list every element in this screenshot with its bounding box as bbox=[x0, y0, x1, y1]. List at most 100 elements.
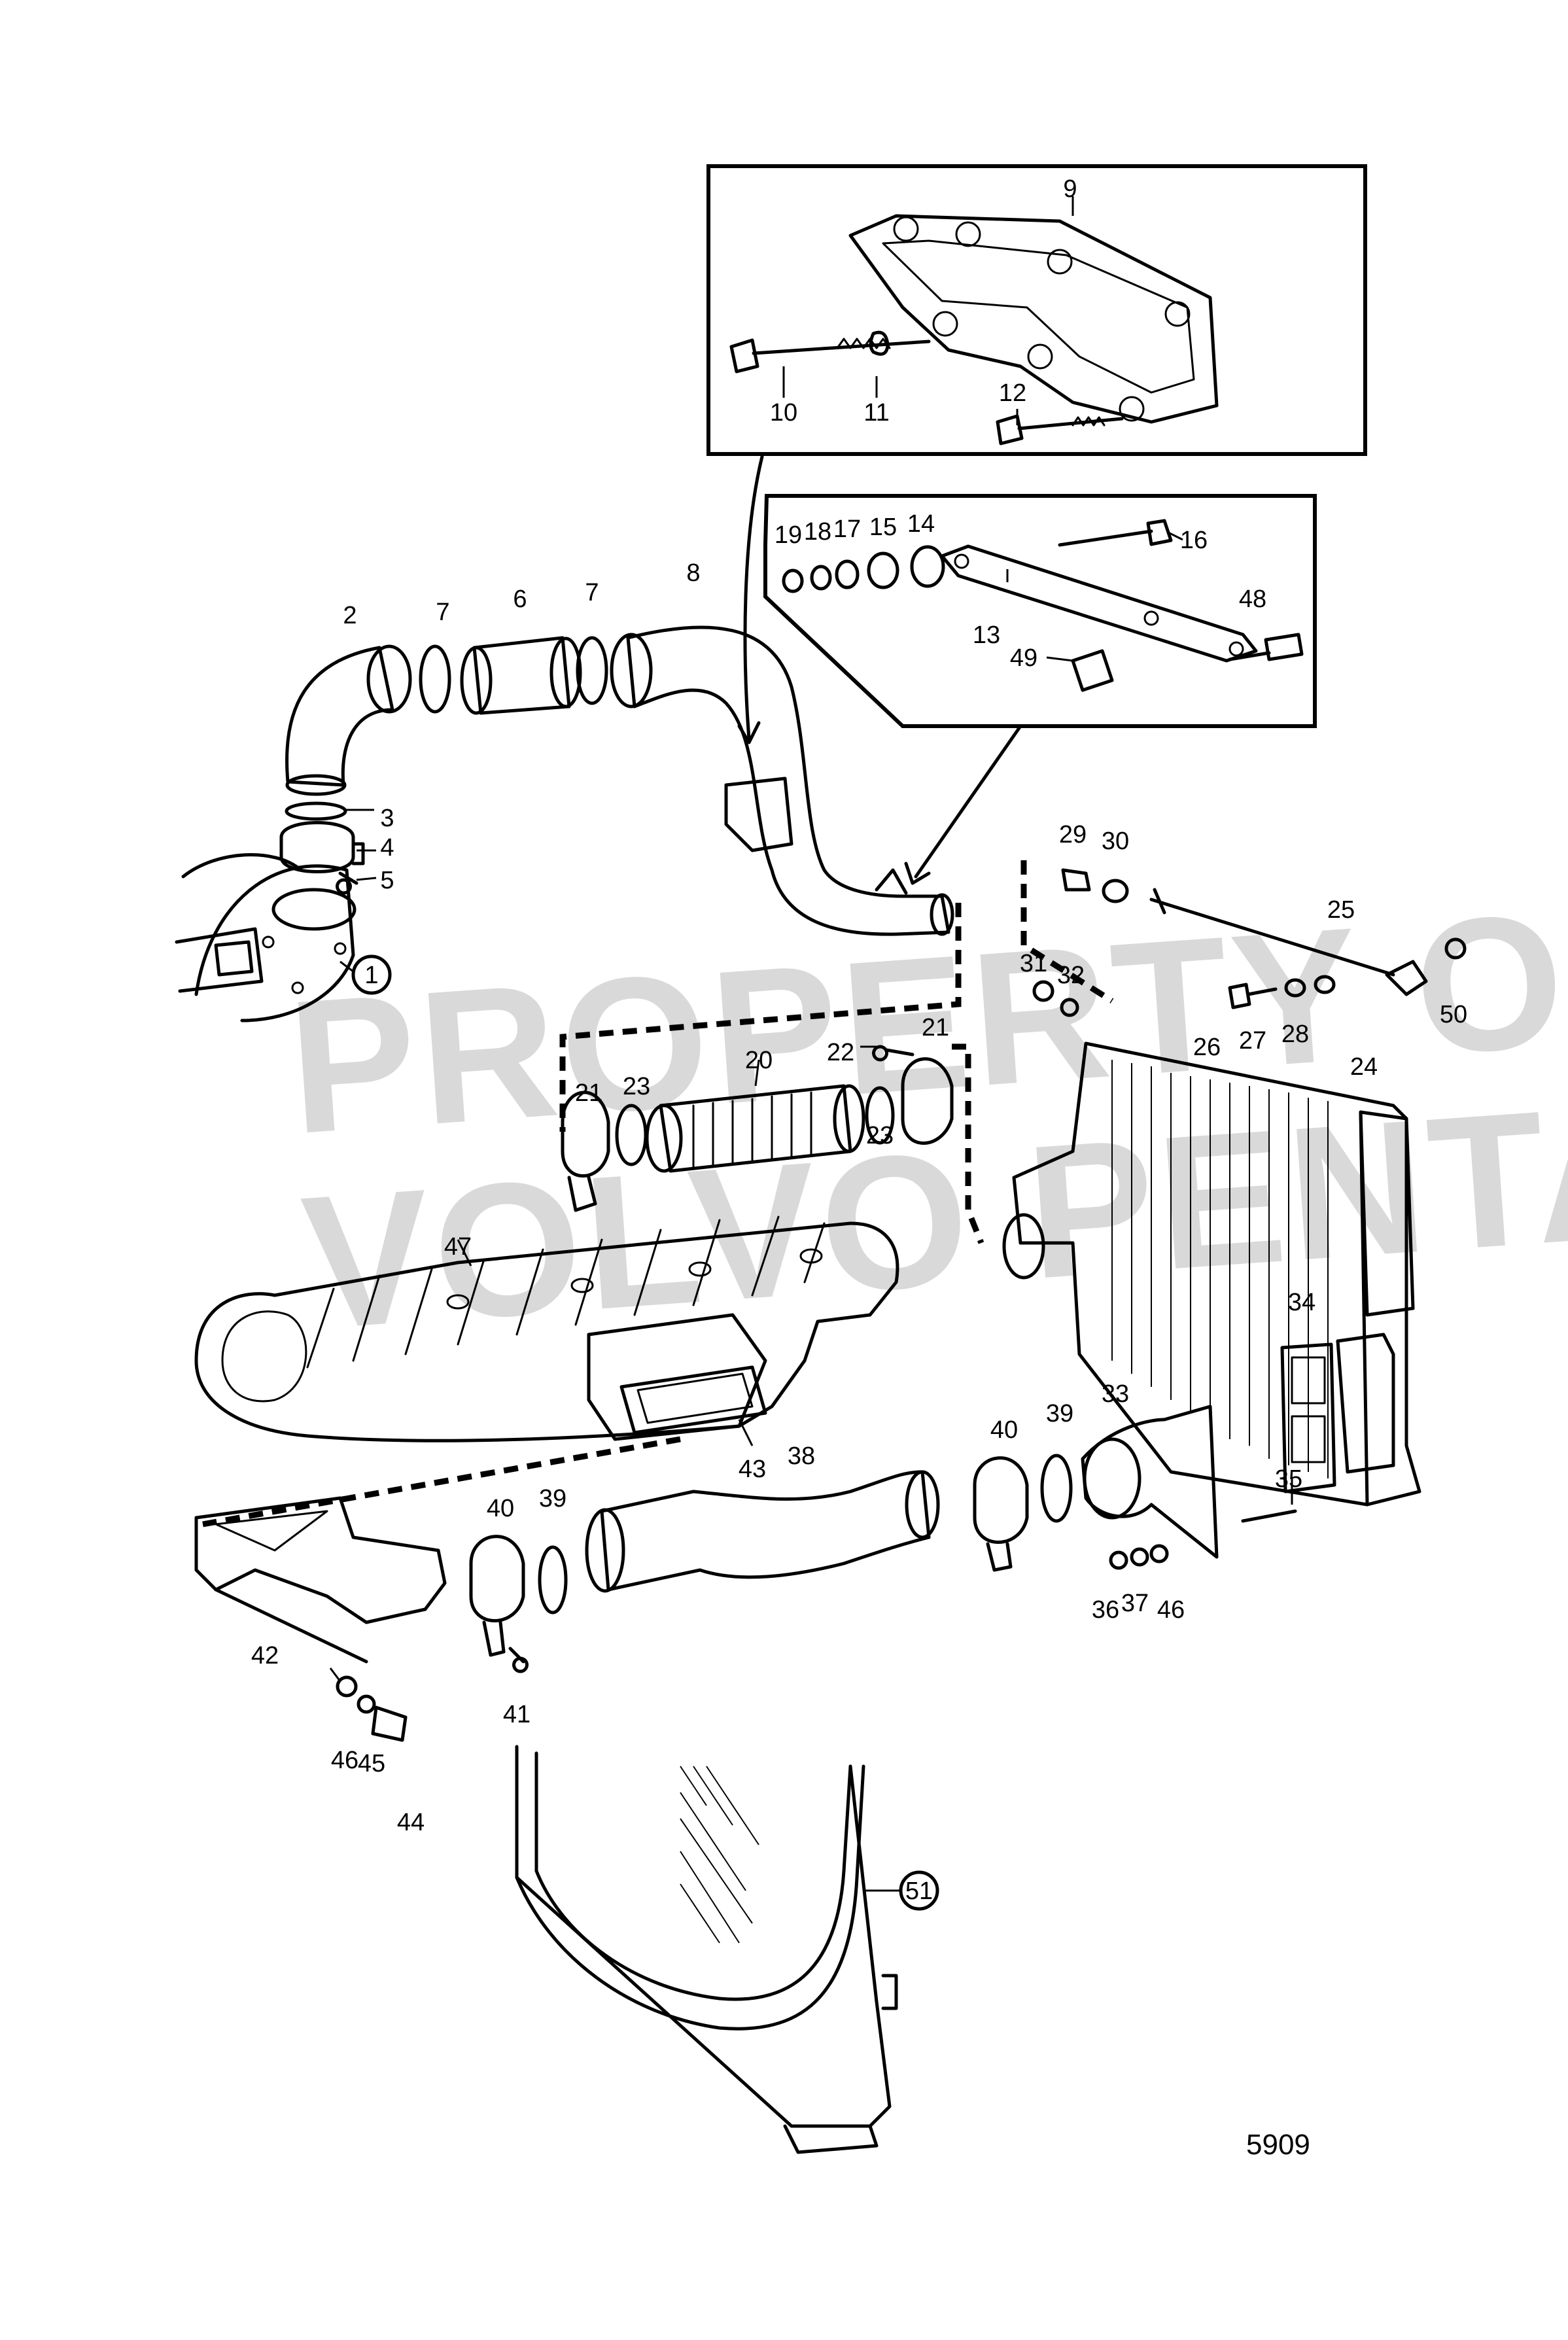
dashed-connector-upper bbox=[559, 903, 962, 1132]
bolt-part-12 bbox=[996, 414, 1124, 445]
part-label-22: 22 bbox=[827, 1039, 854, 1066]
washer-part-28 bbox=[1314, 975, 1336, 994]
part-label-16: 16 bbox=[1180, 527, 1208, 554]
part-label-32: 32 bbox=[1057, 962, 1085, 989]
part-label-30: 30 bbox=[1102, 828, 1129, 855]
o-ring-part-3 bbox=[285, 801, 347, 821]
part-label-51: 51 bbox=[905, 1877, 933, 1905]
part-label-7b: 7 bbox=[585, 579, 599, 606]
stay-part-13 bbox=[940, 544, 1258, 663]
part-label-50: 50 bbox=[1440, 1001, 1467, 1028]
stay-inset-box bbox=[763, 494, 1317, 728]
part-label-48: 48 bbox=[1239, 585, 1266, 613]
part-label-21a: 21 bbox=[575, 1079, 602, 1107]
part-label-33: 33 bbox=[1102, 1380, 1129, 1408]
middle-hose-assembly bbox=[561, 1045, 954, 1212]
part-1-circle bbox=[351, 954, 392, 995]
part-label-45: 45 bbox=[358, 1750, 385, 1777]
watermark: PROPERTY OF VOLVO PENTA bbox=[283, 865, 1568, 1370]
part-label-34: 34 bbox=[1288, 1289, 1315, 1316]
o-ring-part-7b bbox=[576, 636, 608, 705]
part-label-10: 10 bbox=[770, 399, 797, 427]
nut-part-31 bbox=[1032, 980, 1054, 1002]
part-label-12: 12 bbox=[999, 379, 1026, 407]
part-label-8: 8 bbox=[686, 559, 700, 587]
part-label-17: 17 bbox=[833, 515, 861, 543]
part-label-4: 4 bbox=[380, 834, 394, 862]
bracket-part-9 bbox=[848, 214, 1219, 424]
intake-manifold bbox=[194, 1215, 899, 1446]
drawing-number: 5909 bbox=[1246, 2129, 1310, 2161]
part-label-23b: 23 bbox=[866, 1122, 894, 1149]
part-label-29: 29 bbox=[1059, 821, 1087, 848]
o-ring-part-23b bbox=[865, 1086, 895, 1145]
nut-part-36 bbox=[1109, 1550, 1128, 1570]
part-label-44: 44 bbox=[397, 1809, 425, 1836]
housing-part-51 bbox=[515, 1745, 939, 2154]
elbow-part-2 bbox=[285, 646, 394, 787]
bolt-part-10 bbox=[729, 338, 931, 374]
part-label-40b: 40 bbox=[990, 1416, 1018, 1444]
part-label-23a: 23 bbox=[623, 1073, 650, 1100]
o-ring-part-39b bbox=[1040, 1454, 1073, 1523]
part-label-47: 47 bbox=[444, 1233, 472, 1261]
part-label-27: 27 bbox=[1239, 1027, 1266, 1055]
clamp-part-40a bbox=[469, 1535, 525, 1622]
rod-part-25 bbox=[1149, 888, 1428, 996]
washer-part-46b bbox=[1149, 1544, 1169, 1563]
turbo-part-1 bbox=[194, 864, 355, 1022]
part-label-39b: 39 bbox=[1046, 1400, 1073, 1427]
part-label-14: 14 bbox=[907, 510, 935, 538]
part-label-6: 6 bbox=[513, 585, 527, 613]
washer-part-32 bbox=[1060, 998, 1079, 1017]
part-label-46b: 46 bbox=[1157, 1596, 1185, 1624]
part-label-37: 37 bbox=[1121, 1590, 1149, 1617]
arrow-to-bracket bbox=[743, 455, 764, 741]
part-label-15: 15 bbox=[869, 514, 897, 541]
part-label-40a: 40 bbox=[487, 1495, 514, 1522]
clamp-part-40b bbox=[973, 1456, 1029, 1544]
part-label-26: 26 bbox=[1193, 1034, 1221, 1061]
lower-charge-air-pipe bbox=[194, 1405, 1219, 1742]
plate-part-34 bbox=[1280, 1342, 1336, 1493]
part-label-11: 11 bbox=[863, 399, 889, 427]
part-label-49: 49 bbox=[1010, 644, 1037, 672]
part-label-19: 19 bbox=[775, 521, 802, 549]
part-label-28: 28 bbox=[1281, 1021, 1309, 1048]
bolt-part-44 bbox=[371, 1705, 408, 1742]
o-ring-part-7a bbox=[419, 644, 451, 714]
part-label-13: 13 bbox=[973, 621, 1000, 649]
elbow-part-33 bbox=[1081, 1405, 1219, 1559]
hose-part-38 bbox=[600, 1470, 931, 1592]
part-label-9: 9 bbox=[1063, 175, 1077, 203]
clamp-part-21b bbox=[901, 1057, 954, 1145]
part-label-18: 18 bbox=[804, 518, 831, 546]
part-label-1: 1 bbox=[364, 962, 378, 989]
part-label-42: 42 bbox=[251, 1642, 279, 1669]
part-label-43: 43 bbox=[739, 1456, 766, 1483]
stud-part-35 bbox=[1241, 1509, 1297, 1523]
washer-part-11 bbox=[869, 330, 890, 356]
part-label-21b: 21 bbox=[922, 1014, 949, 1041]
turbocharger-assembly bbox=[175, 801, 392, 1022]
part-label-38: 38 bbox=[788, 1442, 815, 1470]
washer-part-45 bbox=[357, 1694, 376, 1714]
part-label-24: 24 bbox=[1350, 1053, 1378, 1081]
part-label-35: 35 bbox=[1275, 1465, 1302, 1493]
part-label-5: 5 bbox=[380, 867, 394, 894]
intercooler-assembly bbox=[1002, 868, 1467, 1523]
dashed-connector-lower bbox=[202, 1436, 681, 1528]
part-label-20: 20 bbox=[745, 1047, 773, 1074]
washer-part-37 bbox=[1130, 1547, 1149, 1567]
bolt-part-26 bbox=[1228, 983, 1278, 1009]
washer-part-46a bbox=[336, 1675, 358, 1698]
part-label-36: 36 bbox=[1092, 1596, 1119, 1624]
washer-part-30 bbox=[1102, 879, 1129, 903]
bracket-inset-box bbox=[706, 164, 1367, 456]
o-ring-part-39a bbox=[538, 1545, 568, 1615]
part-label-25: 25 bbox=[1327, 896, 1355, 924]
upper-charge-air-pipe bbox=[285, 625, 954, 936]
gasket-part-43 bbox=[619, 1365, 767, 1435]
